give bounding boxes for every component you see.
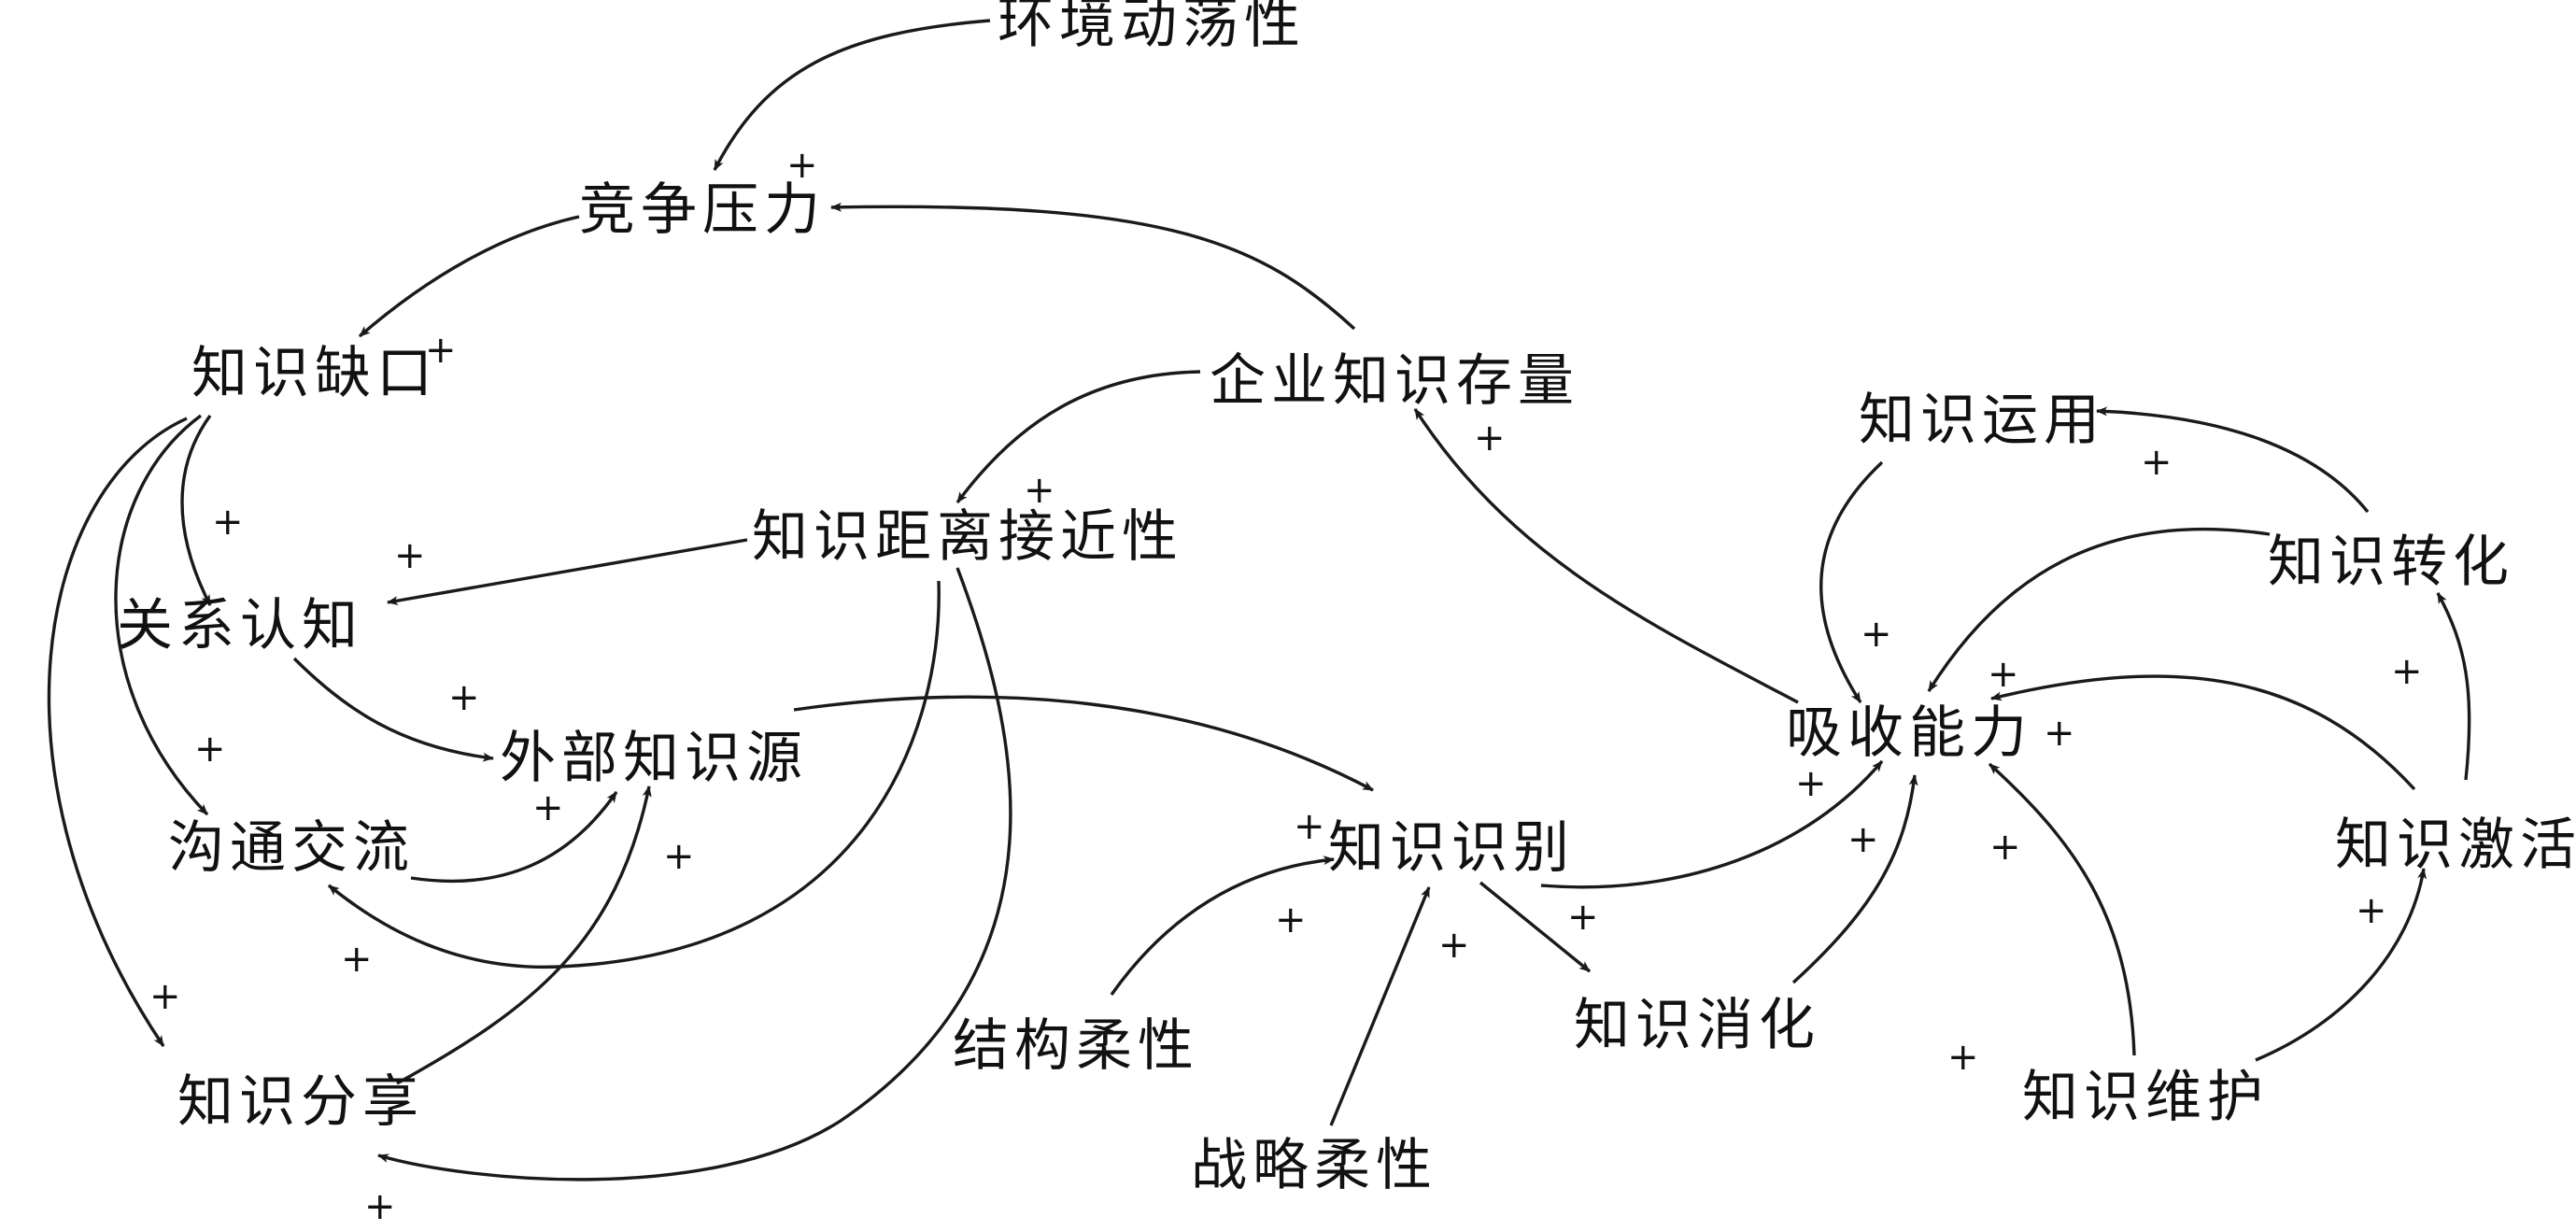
polarity-signs: + + + + + + + + + + + + + + + + + + + + … bbox=[149, 144, 2423, 1228]
node-knowledge-digestion: 知识消化 bbox=[1574, 993, 1820, 1058]
edge-digestion-to-absorptive bbox=[1791, 774, 1918, 984]
plus-maintenance-activation: + bbox=[2356, 889, 2387, 932]
edge-activation-to-absorptive bbox=[1990, 674, 2416, 791]
edge-gap-to-relation bbox=[180, 415, 212, 606]
node-external-source: 外部知识源 bbox=[500, 726, 808, 791]
edges bbox=[47, 19, 2471, 1181]
plus-distance-relation: + bbox=[394, 534, 426, 577]
edge-communication-to-external bbox=[410, 791, 618, 884]
plus-stock-competition: + bbox=[1474, 417, 1506, 460]
plus-maintenance-absorptive: + bbox=[1989, 826, 2021, 869]
plus-structure-identification: + bbox=[1275, 898, 1307, 941]
edge-external-to-identification bbox=[793, 695, 1374, 792]
edge-absorptive-to-stock bbox=[1413, 408, 1799, 704]
plus-distance-sharing: + bbox=[364, 1185, 396, 1228]
node-knowledge-transformation: 知识转化 bbox=[2268, 530, 2514, 595]
edge-relation-to-external bbox=[292, 657, 494, 762]
plus-competition-gap: + bbox=[425, 329, 457, 372]
edge-transformation-to-application bbox=[2096, 406, 2370, 514]
plus-relation-external: + bbox=[448, 676, 480, 719]
edge-stock-to-competition bbox=[830, 202, 1356, 331]
plus-sharing-external: + bbox=[663, 835, 695, 878]
edge-identification-to-digestion bbox=[1479, 881, 1592, 973]
node-relation-cognition: 关系认知 bbox=[117, 593, 363, 658]
plus-application-absorptive: + bbox=[1861, 613, 1892, 656]
node-knowledge-distance: 知识距离接近性 bbox=[752, 504, 1183, 570]
node-knowledge-identification: 知识识别 bbox=[1328, 815, 1575, 881]
plus-transformation-application: + bbox=[2141, 441, 2173, 484]
edge-strategy-to-identification bbox=[1329, 886, 1431, 1126]
edge-gap-to-sharing bbox=[47, 417, 188, 1047]
plus-activation-transformation: + bbox=[2391, 650, 2423, 693]
plus-strategy-identification: + bbox=[1438, 924, 1470, 967]
node-knowledge-sharing: 知识分享 bbox=[177, 1069, 424, 1135]
plus-identification-digestion: + bbox=[1567, 896, 1599, 939]
edge-distance-to-communication bbox=[327, 580, 941, 969]
plus-external-identification: + bbox=[1294, 805, 1325, 848]
plus-gap-sharing: + bbox=[149, 975, 181, 1018]
edge-env-to-competition bbox=[713, 19, 991, 171]
node-enterprise-stock: 企业知识存量 bbox=[1210, 348, 1579, 414]
edge-structure-to-identification bbox=[1110, 856, 1335, 996]
plus-gap-communication: + bbox=[194, 728, 226, 771]
plus-communication-external: + bbox=[532, 786, 564, 829]
node-env-turbulence: 环境动荡性 bbox=[998, 0, 1306, 56]
node-knowledge-activation: 知识激活 bbox=[2335, 813, 2576, 878]
node-strategy-flex: 战略柔性 bbox=[1191, 1133, 1437, 1198]
plus-transformation-absorptive: + bbox=[1988, 653, 2019, 696]
node-competition-pressure: 竞争压力 bbox=[579, 177, 826, 243]
plus-activation-absorptive: + bbox=[2044, 712, 2075, 755]
plus-distance-communication: + bbox=[341, 938, 373, 981]
edge-distance-to-sharing bbox=[377, 567, 1012, 1181]
plus-env-competition: + bbox=[786, 144, 818, 187]
edge-activation-to-transformation bbox=[2436, 592, 2471, 781]
plus-digestion-absorptive: + bbox=[1847, 818, 1879, 861]
node-knowledge-maintenance: 知识维护 bbox=[2022, 1065, 2269, 1130]
node-structure-flex: 结构柔性 bbox=[953, 1013, 1199, 1079]
edge-sharing-to-external bbox=[396, 785, 652, 1085]
edge-maintenance-to-activation bbox=[2255, 868, 2427, 1062]
edge-transformation-to-absorptive bbox=[1927, 527, 2271, 692]
edge-stock-to-distance bbox=[955, 370, 1201, 504]
plus-identification-absorptive: + bbox=[1795, 762, 1827, 805]
node-knowledge-gap: 知识缺口 bbox=[191, 341, 438, 406]
edge-identification-to-absorptive bbox=[1540, 759, 1884, 889]
plus-stock-distance: + bbox=[1024, 469, 1055, 512]
node-absorptive-capacity: 吸收能力 bbox=[1786, 700, 2032, 766]
edge-application-to-absorptive bbox=[1819, 460, 1884, 703]
node-communication: 沟通交流 bbox=[168, 815, 415, 881]
nodes: 环境动荡性 竞争压力 知识缺口 企业知识存量 知识距离接近性 关系认知 外部知识… bbox=[117, 0, 2576, 1198]
plus-gap-relation: + bbox=[212, 501, 244, 544]
edge-maintenance-to-absorptive bbox=[1988, 762, 2136, 1056]
edge-competition-to-gap bbox=[358, 215, 580, 338]
node-knowledge-application: 知识运用 bbox=[1859, 388, 2105, 453]
plus-digestion-bottom: + bbox=[1947, 1036, 1979, 1079]
edge-distance-to-relation bbox=[387, 538, 748, 606]
edge-gap-to-communication bbox=[114, 414, 209, 816]
